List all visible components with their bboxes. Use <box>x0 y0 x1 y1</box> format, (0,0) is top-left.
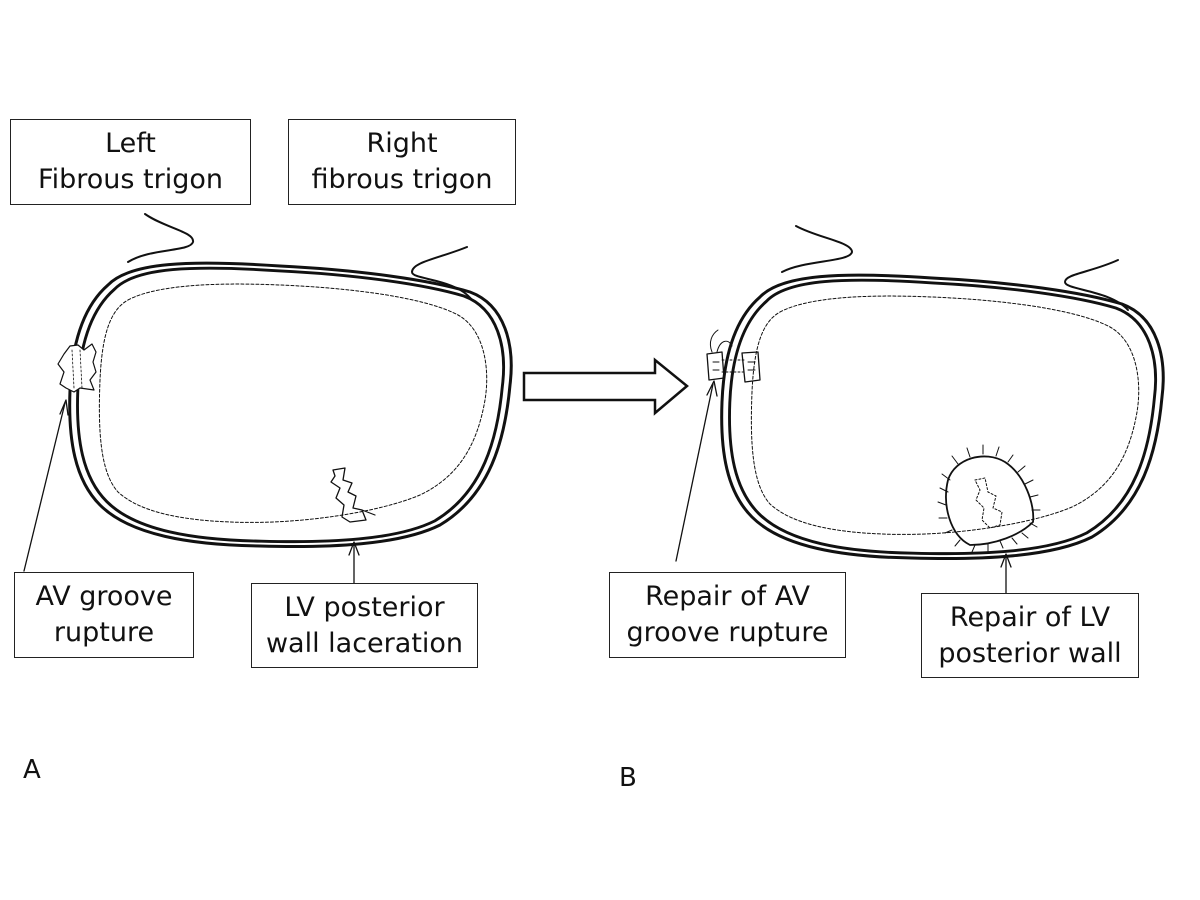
lv-laceration-pointer <box>348 541 360 585</box>
lv-wall-repair-mark <box>937 444 1041 553</box>
endocardium-dotted-a <box>98 283 488 523</box>
left-fibrous-trigon-label: Left Fibrous trigon <box>10 119 251 205</box>
lv-posterior-wall-repair-label: Repair of LV posterior wall <box>921 593 1139 678</box>
lv-posterior-wall-laceration-label: LV posterior wall laceration <box>251 583 478 668</box>
panel-a-letter: A <box>23 755 41 785</box>
right-fibrous-trigon-label: Right fibrous trigon <box>288 119 516 205</box>
av-groove-repair-label: Repair of AV groove rupture <box>609 572 846 658</box>
left-trigon-curve <box>127 213 194 263</box>
panel-b-letter: B <box>619 763 637 793</box>
av-groove-repair-mark <box>706 329 761 383</box>
av-groove-pointer <box>23 399 69 572</box>
panel-b-drawing <box>675 225 1165 595</box>
av-groove-repair-pointer <box>675 380 718 562</box>
left-trigon-curve-b <box>781 225 853 273</box>
right-trigon-curve <box>411 246 473 301</box>
lv-laceration-mark <box>330 467 367 523</box>
right-trigon-curve-b <box>1064 259 1129 311</box>
av-groove-rupture-label: AV groove rupture <box>14 572 194 658</box>
transition-arrow <box>522 357 689 416</box>
lv-wall-repair-pointer <box>1000 553 1012 595</box>
panel-a-drawing <box>23 213 513 585</box>
heart-ring-b <box>720 273 1165 561</box>
heart-ring-a <box>68 261 513 549</box>
av-groove-rupture-mark <box>57 343 97 393</box>
